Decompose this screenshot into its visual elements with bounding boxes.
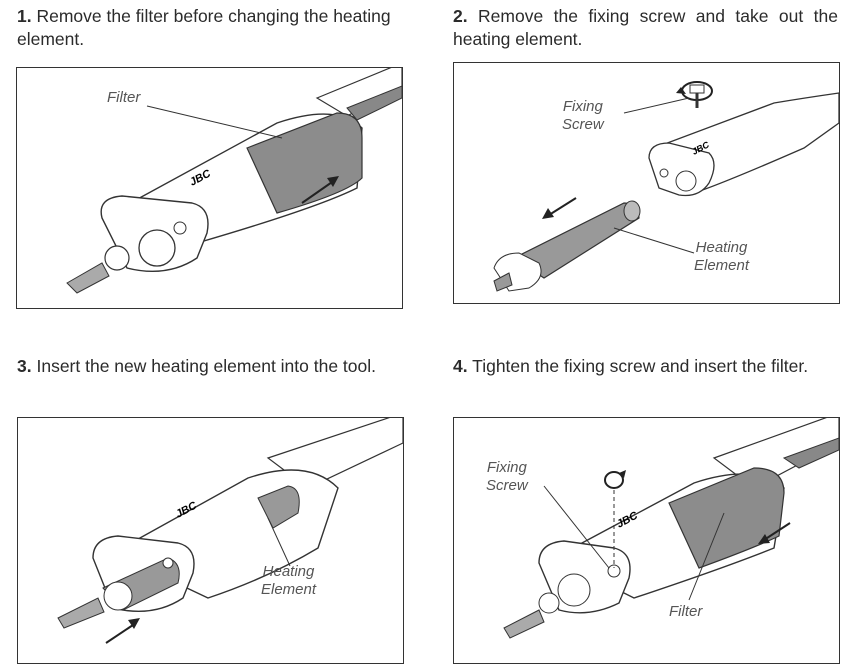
tool-drawing-step-3: JBC (57, 418, 403, 644)
fixing-screw-label: Fixing Screw (486, 459, 528, 495)
step-4-instruction: 4. Tighten the fixing screw and insert t… (453, 355, 838, 378)
step-1-instruction: 1. Remove the filter before changing the… (17, 5, 417, 51)
step-4-text: Tighten the fixing screw and insert the … (472, 356, 809, 376)
tool-drawing-step-2: JBC (493, 81, 839, 292)
fixing-label-line-1: Fixing (562, 98, 603, 115)
fixing-screw-label: Fixing Screw (562, 98, 604, 134)
fixing-label-line-2: Screw (486, 477, 528, 494)
step-1-illustration: JBC Filter (16, 67, 403, 309)
step-2-instruction: 2. Remove the fixing screw and take out … (453, 5, 838, 51)
heating-label-line-1: Heating (695, 239, 748, 256)
step-3-instruction: 3. Insert the new heating element into t… (17, 355, 417, 378)
heating-element-label: Heating Element (694, 239, 749, 275)
fixing-label-line-1: Fixing (486, 459, 527, 476)
fixing-label-line-2: Screw (562, 116, 604, 133)
step-3-number: 3. (17, 356, 32, 376)
step-3-illustration: JBC Heating Element (17, 417, 404, 664)
heating-element-label: Heating Element (261, 563, 316, 599)
heating-label-line-2: Element (261, 581, 317, 598)
step-2-text: Remove the fixing screw and take out the… (453, 6, 838, 49)
filter-label: Filter (669, 603, 703, 620)
step-4-illustration: JBC Fixing Screw Filter (453, 417, 840, 664)
filter-label: Filter (107, 89, 141, 106)
step-2-illustration: JBC Fixing Screw Heating Element (453, 62, 840, 304)
step-1-text: Remove the filter before changing the he… (17, 6, 391, 49)
step-3-text: Insert the new heating element into the … (36, 356, 377, 376)
step-4-number: 4. (453, 356, 468, 376)
step-2-number: 2. (453, 6, 468, 26)
step-1-number: 1. (17, 6, 32, 26)
tool-drawing-step-1: JBC (66, 68, 402, 294)
tool-drawing-step-4: JBC (503, 418, 839, 639)
heating-label-line-1: Heating (262, 563, 315, 580)
heating-label-line-2: Element (694, 257, 750, 274)
